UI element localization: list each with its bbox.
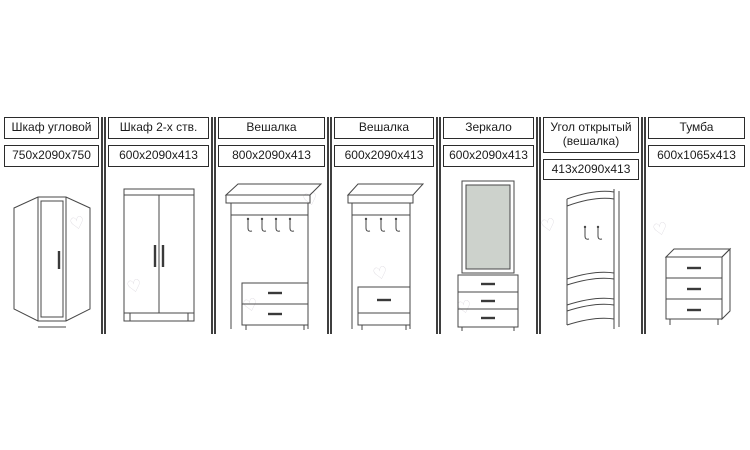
product-title: Вешалка (334, 117, 434, 139)
column-separator (101, 117, 106, 334)
product-title: Зеркало (443, 117, 534, 139)
product-title: Угол открытый (вешалка) (543, 117, 639, 153)
coat-rack-wide-drawing (218, 167, 325, 334)
product-column-two-door-wardrobe: Шкаф 2-х ств. 600х2090х413 (108, 117, 209, 334)
product-column-coat-rack-wide: Вешалка 800х2090х413 (218, 117, 325, 334)
coat-rack-drawing (334, 167, 434, 334)
column-separator (436, 117, 441, 334)
product-title: Шкаф угловой (4, 117, 99, 139)
mirror-drawing (443, 167, 534, 334)
product-dimensions: 600х2090х413 (443, 144, 534, 167)
column-separator (536, 117, 541, 334)
product-column-chest: Тумба 600х1065х413 (648, 117, 745, 334)
product-column-mirror: Зеркало 600х2090х413 (443, 117, 534, 334)
product-dimensions: 600х1065х413 (648, 144, 745, 167)
product-title: Вешалка (218, 117, 325, 139)
product-title: Шкаф 2-х ств. (108, 117, 209, 139)
product-column-coat-rack: Вешалка 600х2090х413 (334, 117, 434, 334)
product-column-corner-wardrobe: Шкаф угловой 750х2090х750 (4, 117, 99, 334)
product-dimensions: 600х2090х413 (108, 144, 209, 167)
product-dimensions: 750х2090х750 (4, 144, 99, 167)
column-separator (641, 117, 646, 334)
product-title: Тумба (648, 117, 745, 139)
furniture-catalog: Шкаф угловой 750х2090х750 Шкаф 2-х ств. … (4, 117, 745, 334)
product-column-open-corner: Угол открытый (вешалка) 413х2090х413 (543, 117, 639, 334)
product-dimensions: 600х2090х413 (334, 144, 434, 167)
product-dimensions: 800х2090х413 (218, 144, 325, 167)
column-separator (327, 117, 332, 334)
product-dimensions: 413х2090х413 (543, 158, 639, 181)
open-corner-shelf-drawing (543, 180, 639, 334)
chest-drawing (648, 167, 745, 334)
column-separator (211, 117, 216, 334)
corner-wardrobe-drawing (4, 167, 99, 334)
two-door-wardrobe-drawing (108, 167, 209, 334)
